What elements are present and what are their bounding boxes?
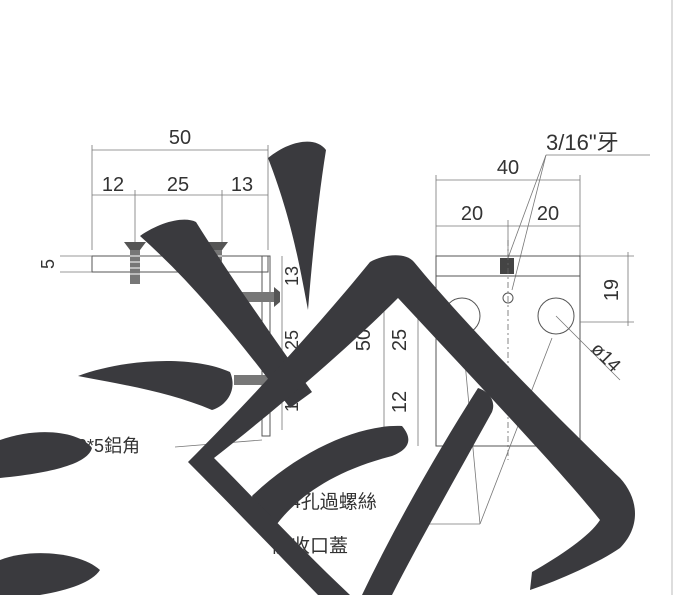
brush-stroke xyxy=(0,432,92,478)
screw-hole xyxy=(502,292,514,304)
dim-12-v: 12 xyxy=(389,391,411,413)
dim-hole-dia: ø14 xyxy=(586,339,624,377)
brush-stroke xyxy=(362,388,494,595)
leader-line xyxy=(555,315,621,381)
dim-5: 5 xyxy=(38,259,58,269)
brush-stroke xyxy=(0,553,100,595)
watermark-brush-character xyxy=(0,141,635,595)
leader-line xyxy=(507,154,547,259)
leader-line xyxy=(479,337,553,525)
dim-13-v: 13 xyxy=(282,266,302,286)
dim-25-v: 25 xyxy=(389,329,411,351)
dim-25-v: 25 xyxy=(282,330,302,350)
thread-note: 3/16"牙 xyxy=(546,130,619,155)
brush-stroke xyxy=(252,425,409,540)
dim-12: 12 xyxy=(102,174,124,196)
dim-40: 40 xyxy=(497,157,519,179)
screw xyxy=(240,287,280,307)
brush-stroke xyxy=(78,360,233,410)
hole-right xyxy=(537,297,575,335)
brush-stroke xyxy=(268,141,326,310)
dim-20-right: 20 xyxy=(537,203,559,225)
dim-13: 13 xyxy=(231,174,253,196)
leader-line xyxy=(511,154,547,291)
brush-stroke xyxy=(188,255,635,595)
thread-hatch xyxy=(500,258,514,274)
dim-19: 19 xyxy=(601,279,623,301)
dim-20-left: 20 xyxy=(461,203,483,225)
screw xyxy=(124,242,146,284)
dim-25: 25 xyxy=(167,174,189,196)
brush-stroke xyxy=(140,219,312,408)
dim-50: 50 xyxy=(169,127,191,149)
